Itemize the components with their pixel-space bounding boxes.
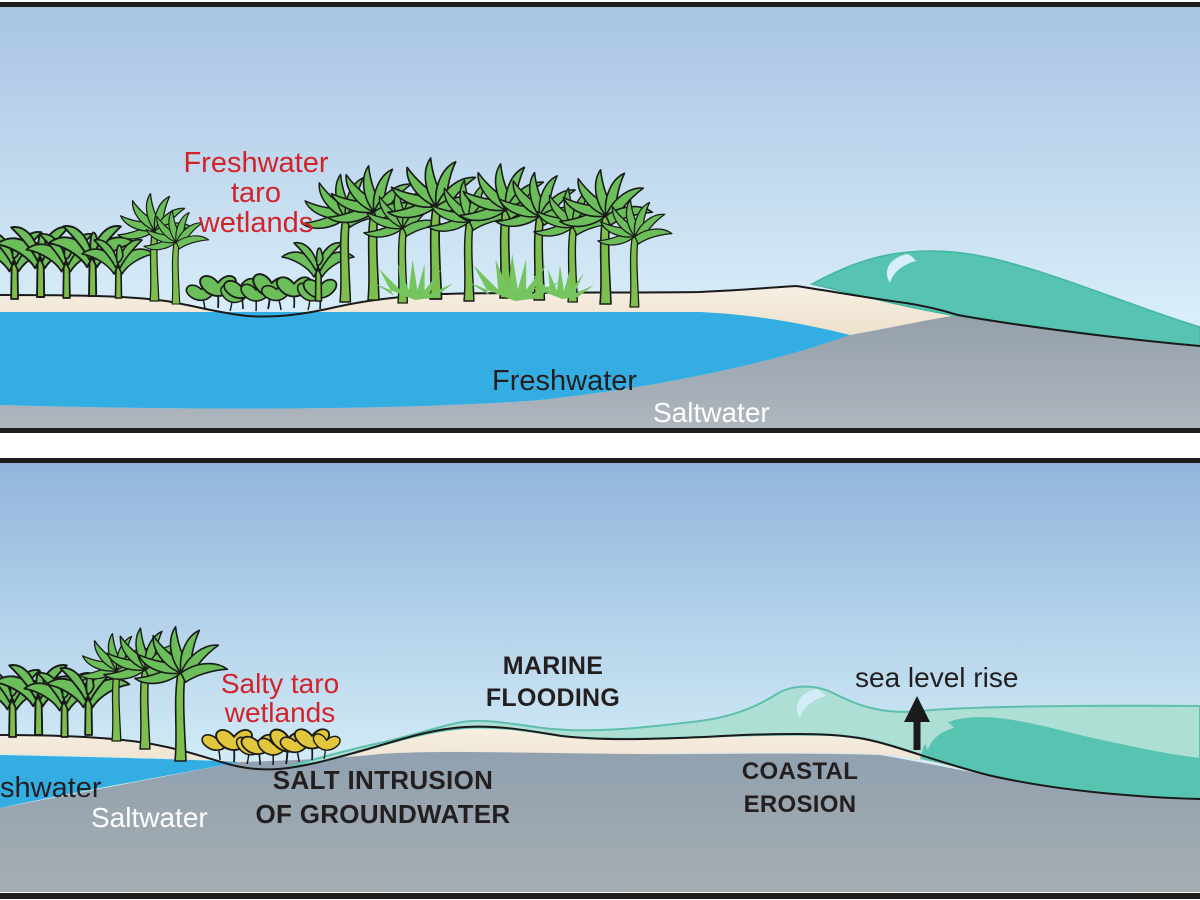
label-line: FLOODING — [485, 684, 621, 712]
label-line: Freshwater — [183, 147, 329, 179]
freshwater-label: Freshwater — [492, 365, 638, 397]
panel-before-sea-level-rise: Freshwater taro wetlands Freshwater Salt… — [0, 2, 1200, 433]
wave-curl — [924, 721, 954, 750]
island-sand — [0, 286, 958, 335]
freshwater-label-cutoff: shwater — [0, 772, 102, 804]
label-line: EROSION — [743, 791, 857, 818]
panel-before-illustration — [0, 7, 1200, 428]
marine-flooding-label: MARINE FLOODING — [453, 650, 653, 714]
ocean-wave — [920, 717, 1200, 798]
label-line: COASTAL — [741, 758, 859, 785]
wave-curl — [886, 254, 916, 283]
label-line: MARINE — [502, 652, 604, 680]
label-line: wetlands — [224, 697, 336, 728]
saltwater-body — [0, 751, 1200, 892]
label-line: wetlands — [198, 207, 314, 239]
freshwater-wedge — [0, 755, 240, 808]
panel-after-illustration — [0, 463, 1200, 892]
label-line: SALT INTRUSION — [272, 765, 494, 795]
sea-level-rise-label: sea level rise — [855, 662, 1019, 693]
panel-after-sea-level-rise: Salty taro wetlands MARINE FLOODING sea … — [0, 458, 1200, 899]
saltwater-label: Saltwater — [653, 397, 770, 428]
ocean-wave — [809, 250, 1200, 347]
freshwater-taro-wetlands-label: Freshwater taro wetlands — [156, 148, 356, 238]
label-line: Salty taro — [220, 668, 340, 699]
sea-level-rise-arrow — [904, 696, 930, 750]
salty-taro-wetlands-label: Salty taro wetlands — [180, 669, 380, 727]
label-line: OF GROUNDWATER — [255, 799, 511, 829]
saltwater-label: Saltwater — [91, 802, 208, 833]
label-line: taro — [231, 177, 281, 209]
saltwater-body — [0, 315, 1200, 428]
coastal-erosion-label: COASTAL EROSION — [700, 755, 900, 821]
flood-wave-curl — [796, 689, 826, 718]
salt-intrusion-label: SALT INTRUSION OF GROUNDWATER — [233, 763, 533, 831]
ground-line — [0, 725, 1200, 800]
freshwater-lens — [0, 312, 850, 409]
